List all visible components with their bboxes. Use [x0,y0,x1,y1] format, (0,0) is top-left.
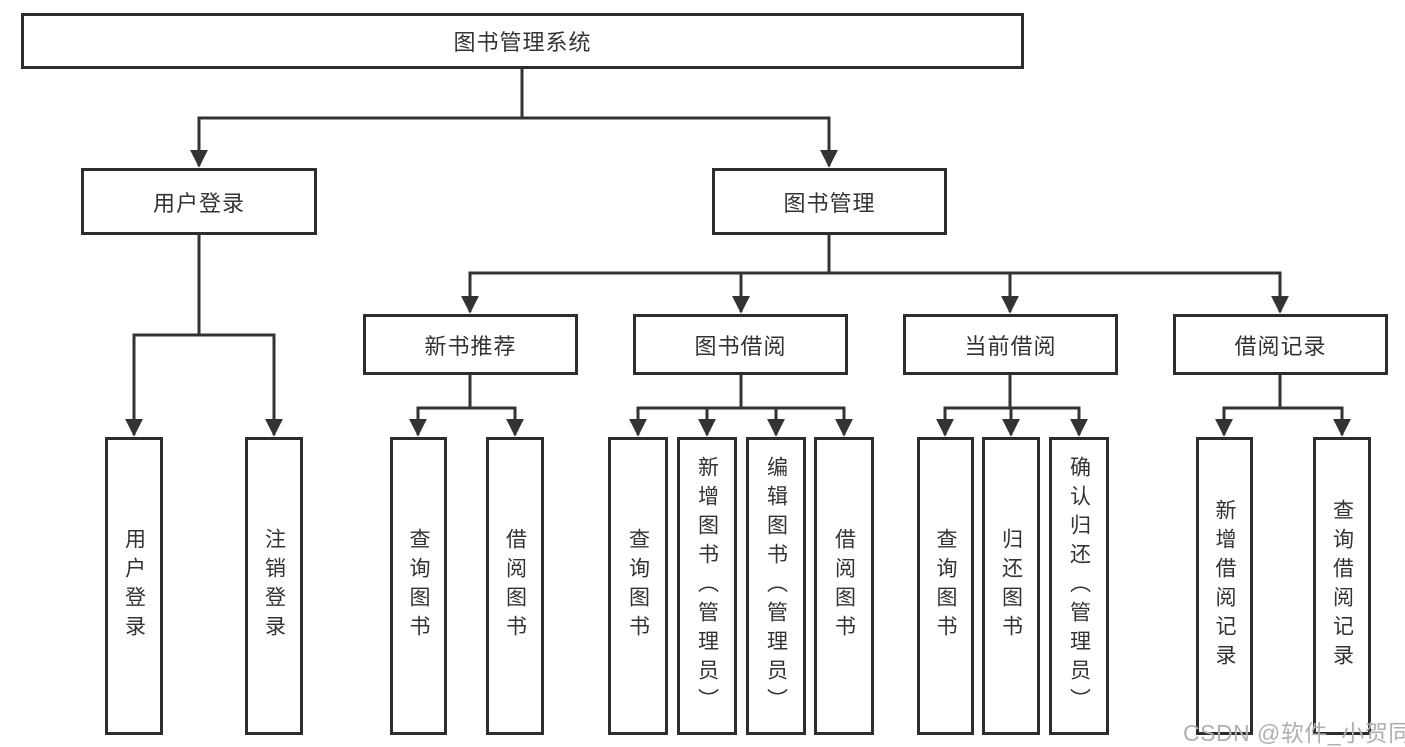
leaf-borrow-books-label: 借阅图书 [832,528,856,644]
node-book-borrow: 图书借阅 [633,314,848,375]
leaf-user-login: 用户登录 [105,437,163,735]
leaf-query-books-recommend-label: 查询图书 [407,528,430,644]
node-user-login-label: 用户登录 [152,190,245,216]
leaf-return-books-label: 归还图书 [999,528,1023,644]
leaf-logout-label: 注销登录 [262,528,286,644]
leaf-confirm-return-admin: 确认归还（管理员） [1049,437,1109,735]
leaf-add-borrow-record-label: 新增借阅记录 [1213,499,1236,673]
leaf-query-borrow-record-label: 查询借阅记录 [1330,499,1354,673]
leaf-query-books-current-label: 查询图书 [934,528,957,644]
node-borrow-records-label: 借阅记录 [1234,333,1327,359]
leaf-logout: 注销登录 [245,437,303,735]
leaf-confirm-return-admin-label: 确认归还（管理员） [1067,455,1091,717]
node-new-book-recommend-label: 新书推荐 [424,333,517,359]
leaf-query-books-borrow: 查询图书 [608,437,668,735]
leaf-return-books: 归还图书 [982,437,1040,735]
node-current-borrow-label: 当前借阅 [964,333,1057,359]
node-book-management-branch: 图书管理 [712,168,947,235]
node-new-book-recommend: 新书推荐 [363,314,578,375]
node-book-borrow-label: 图书借阅 [694,333,787,359]
leaf-add-borrow-record: 新增借阅记录 [1196,437,1253,735]
leaf-borrow-books-recommend: 借阅图书 [486,437,544,735]
leaf-query-books-current: 查询图书 [917,437,974,735]
leaf-add-books-admin: 新增图书（管理员） [677,437,737,735]
leaf-edit-books-admin: 编辑图书（管理员） [746,437,806,735]
leaf-borrow-books-recommend-label: 借阅图书 [503,528,527,644]
leaf-query-books-borrow-label: 查询图书 [626,528,650,644]
node-root-system: 图书管理系统 [21,13,1024,69]
node-user-login-branch: 用户登录 [81,168,317,235]
leaf-borrow-books: 借阅图书 [814,437,874,735]
leaf-add-books-admin-label: 新增图书（管理员） [695,455,719,717]
node-root-label: 图书管理系统 [453,30,592,55]
node-current-borrow: 当前借阅 [903,314,1118,375]
leaf-user-login-label: 用户登录 [122,528,146,644]
leaf-query-borrow-record: 查询借阅记录 [1313,437,1371,735]
leaf-edit-books-admin-label: 编辑图书（管理员） [764,455,788,717]
leaf-query-books-recommend: 查询图书 [390,437,447,735]
node-borrow-records: 借阅记录 [1173,314,1388,375]
node-book-management-label: 图书管理 [783,190,876,216]
csdn-watermark: CSDN @软件_小贺同学 [1183,720,1405,746]
